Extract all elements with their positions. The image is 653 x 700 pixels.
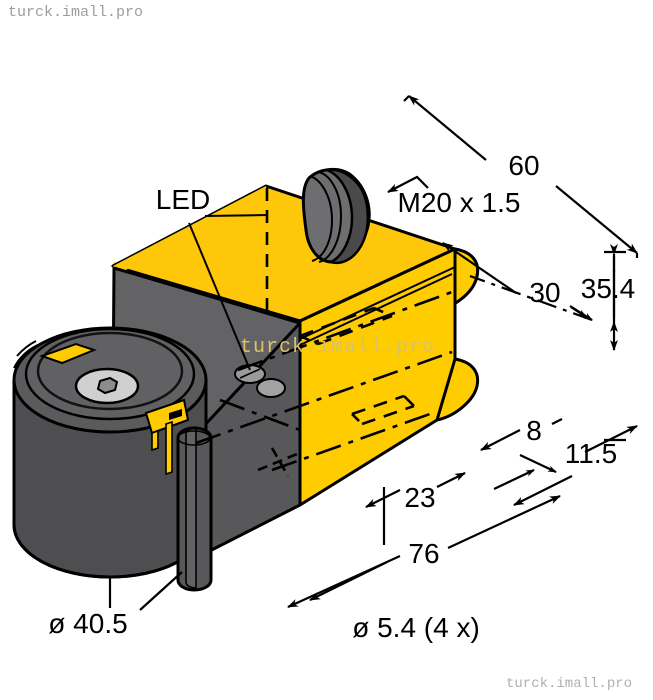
- dim-label-hole-spacing: 30: [529, 277, 560, 308]
- dim-label-edge-offset: 8: [526, 415, 542, 446]
- dim-height-overall: [604, 244, 626, 442]
- dim-label-hole-diameter: ø 5.4 (4 x): [352, 612, 480, 643]
- construction-lines: [195, 188, 456, 477]
- watermark-center: turck.imall.pro: [240, 336, 436, 359]
- leader-thread: [387, 175, 429, 193]
- led-icon-2: [256, 378, 286, 398]
- housing-yellow-body: [110, 184, 480, 508]
- dim-label-width-block: 23: [404, 482, 435, 513]
- dim-hole-spacing: [442, 242, 593, 321]
- dim-label-drum-diameter: ø 40.5: [48, 608, 127, 639]
- front-rib: [176, 426, 213, 592]
- dim-label-length-overall: 60: [508, 150, 539, 181]
- front-index-tab: [144, 398, 190, 476]
- m20-connector: [301, 168, 371, 264]
- label-led: LED: [156, 184, 210, 215]
- dim-label-length-base: 76: [408, 538, 439, 569]
- dim-drum-diameter: [108, 571, 183, 611]
- leader-hole-diameter: [309, 561, 388, 601]
- dim-edge-offset: [480, 418, 563, 490]
- leader-led: [188, 214, 269, 371]
- dim-length-overall: [403, 95, 639, 258]
- dim-label-depth-offset: 11.5: [565, 438, 617, 469]
- watermark-bottom-right: turck.imall.pro: [506, 676, 633, 692]
- dim-label-height-overall: 35.4: [581, 273, 636, 304]
- watermark-top-left: turck.imall.pro: [8, 4, 144, 21]
- dim-label-thread-size: M20 x 1.5: [398, 187, 521, 218]
- dim-depth-offset: [513, 425, 638, 506]
